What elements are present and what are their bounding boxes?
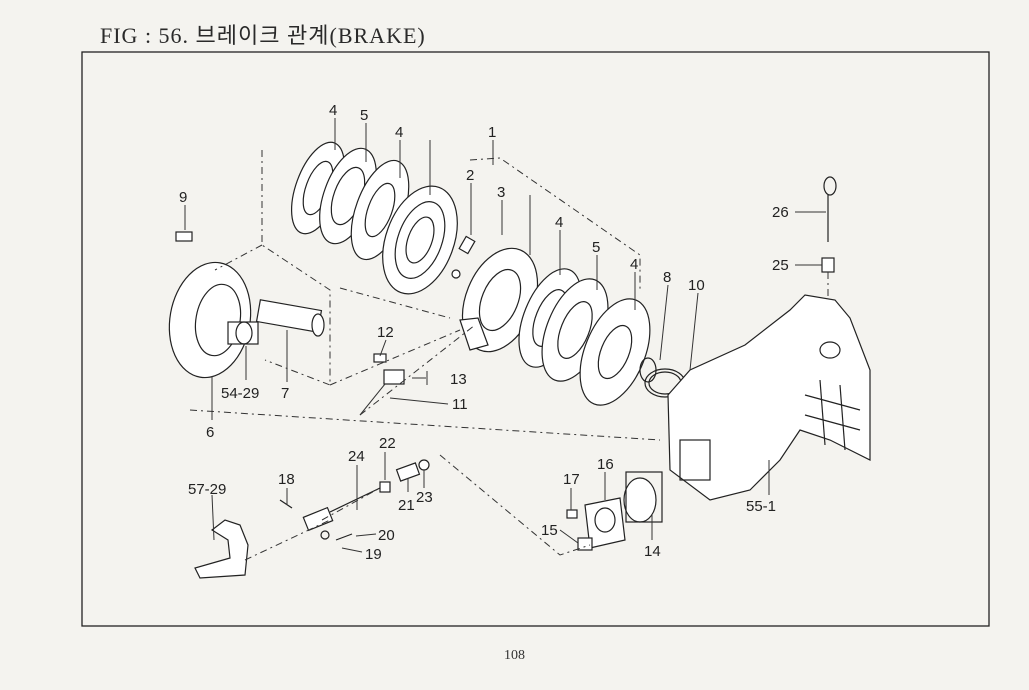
brake-cover-assembly (168, 231, 325, 379)
brake-disc-stack-lower (459, 247, 686, 406)
label-part-18: 18 (278, 471, 295, 488)
label-part-4: 4 (395, 124, 403, 141)
label-part-19: 19 (365, 546, 382, 563)
label-part-6: 6 (206, 424, 214, 441)
part-22-nut (379, 481, 391, 493)
label-part-24: 24 (348, 448, 365, 465)
diagram-border (81, 51, 990, 627)
label-part-55-1: 55-1 (746, 498, 776, 515)
dipstick-assembly (821, 176, 837, 300)
part-9-bolt (175, 231, 193, 242)
brake-disc-stack-upper (291, 141, 476, 295)
label-part-22: 22 (379, 435, 396, 452)
part-7-pin (255, 299, 325, 337)
part-57-29-pedal (194, 519, 249, 579)
assembly-guide-lines (189, 150, 661, 561)
part-1-brake-housing (382, 185, 458, 295)
part-4d-disc (579, 298, 651, 406)
label-part-10: 10 (688, 277, 705, 294)
part-19-clevis (302, 506, 334, 532)
label-part-8: 8 (663, 269, 671, 286)
figure-title: FIG : 56. 브레이크 관계(BRAKE) (100, 23, 426, 48)
part-3-ball (451, 269, 461, 279)
part-15-nipple (577, 537, 593, 551)
label-part-4: 4 (555, 214, 563, 231)
label-part-3: 3 (497, 184, 505, 201)
part-16-gasket (584, 497, 626, 549)
part-11-lever (383, 369, 405, 385)
label-part-13: 13 (450, 371, 467, 388)
part-2-bolt (458, 235, 476, 255)
part-6-cover (168, 261, 252, 379)
part-17-bolt (566, 509, 578, 519)
part-25-fitting (821, 257, 835, 273)
label-part-23: 23 (416, 489, 433, 506)
part-24-rod (329, 487, 381, 513)
part-8-snap-ring (639, 357, 657, 383)
label-part-7: 7 (281, 385, 289, 402)
label-part-21: 21 (398, 497, 415, 514)
label-part-4: 4 (329, 102, 337, 119)
label-part-4: 4 (630, 256, 638, 273)
label-part-9: 9 (179, 189, 187, 206)
brake-cylinder-assembly (566, 471, 663, 551)
part-54-29-shaft (227, 321, 259, 345)
actuator-linkage (194, 353, 430, 579)
label-part-1: 1 (488, 124, 496, 141)
label-part-5: 5 (360, 107, 368, 124)
label-part-12: 12 (377, 324, 394, 341)
part-19-washer (320, 530, 330, 540)
label-part-25: 25 (772, 257, 789, 274)
plate-lower (459, 247, 539, 353)
part-26-dipstick-handle (823, 176, 837, 196)
label-part-11: 11 (452, 396, 468, 413)
part-number-labels: 4 5 4 1 2 3 4 5 4 8 10 9 54-29 7 6 12 13… (179, 102, 789, 563)
part-23-nut (418, 459, 430, 471)
part-21-adjuster (395, 462, 421, 482)
part-14-cylinder (623, 477, 657, 523)
part-18-pin (279, 499, 293, 509)
label-part-17: 17 (563, 471, 580, 488)
part-12-pin (373, 353, 387, 363)
label-part-20: 20 (378, 527, 395, 544)
label-part-26: 26 (772, 204, 789, 221)
label-part-15: 15 (541, 522, 558, 539)
label-part-16: 16 (597, 456, 614, 473)
label-part-2: 2 (466, 167, 474, 184)
part-55-1-transmission-case (667, 294, 871, 501)
label-part-57-29: 57-29 (188, 481, 226, 498)
label-part-5: 5 (592, 239, 600, 256)
label-part-54-29: 54-29 (221, 385, 259, 402)
label-part-14: 14 (644, 543, 661, 560)
part-20-cotter (335, 533, 353, 541)
page-number: 108 (504, 648, 525, 663)
leader-lines (184, 118, 826, 553)
